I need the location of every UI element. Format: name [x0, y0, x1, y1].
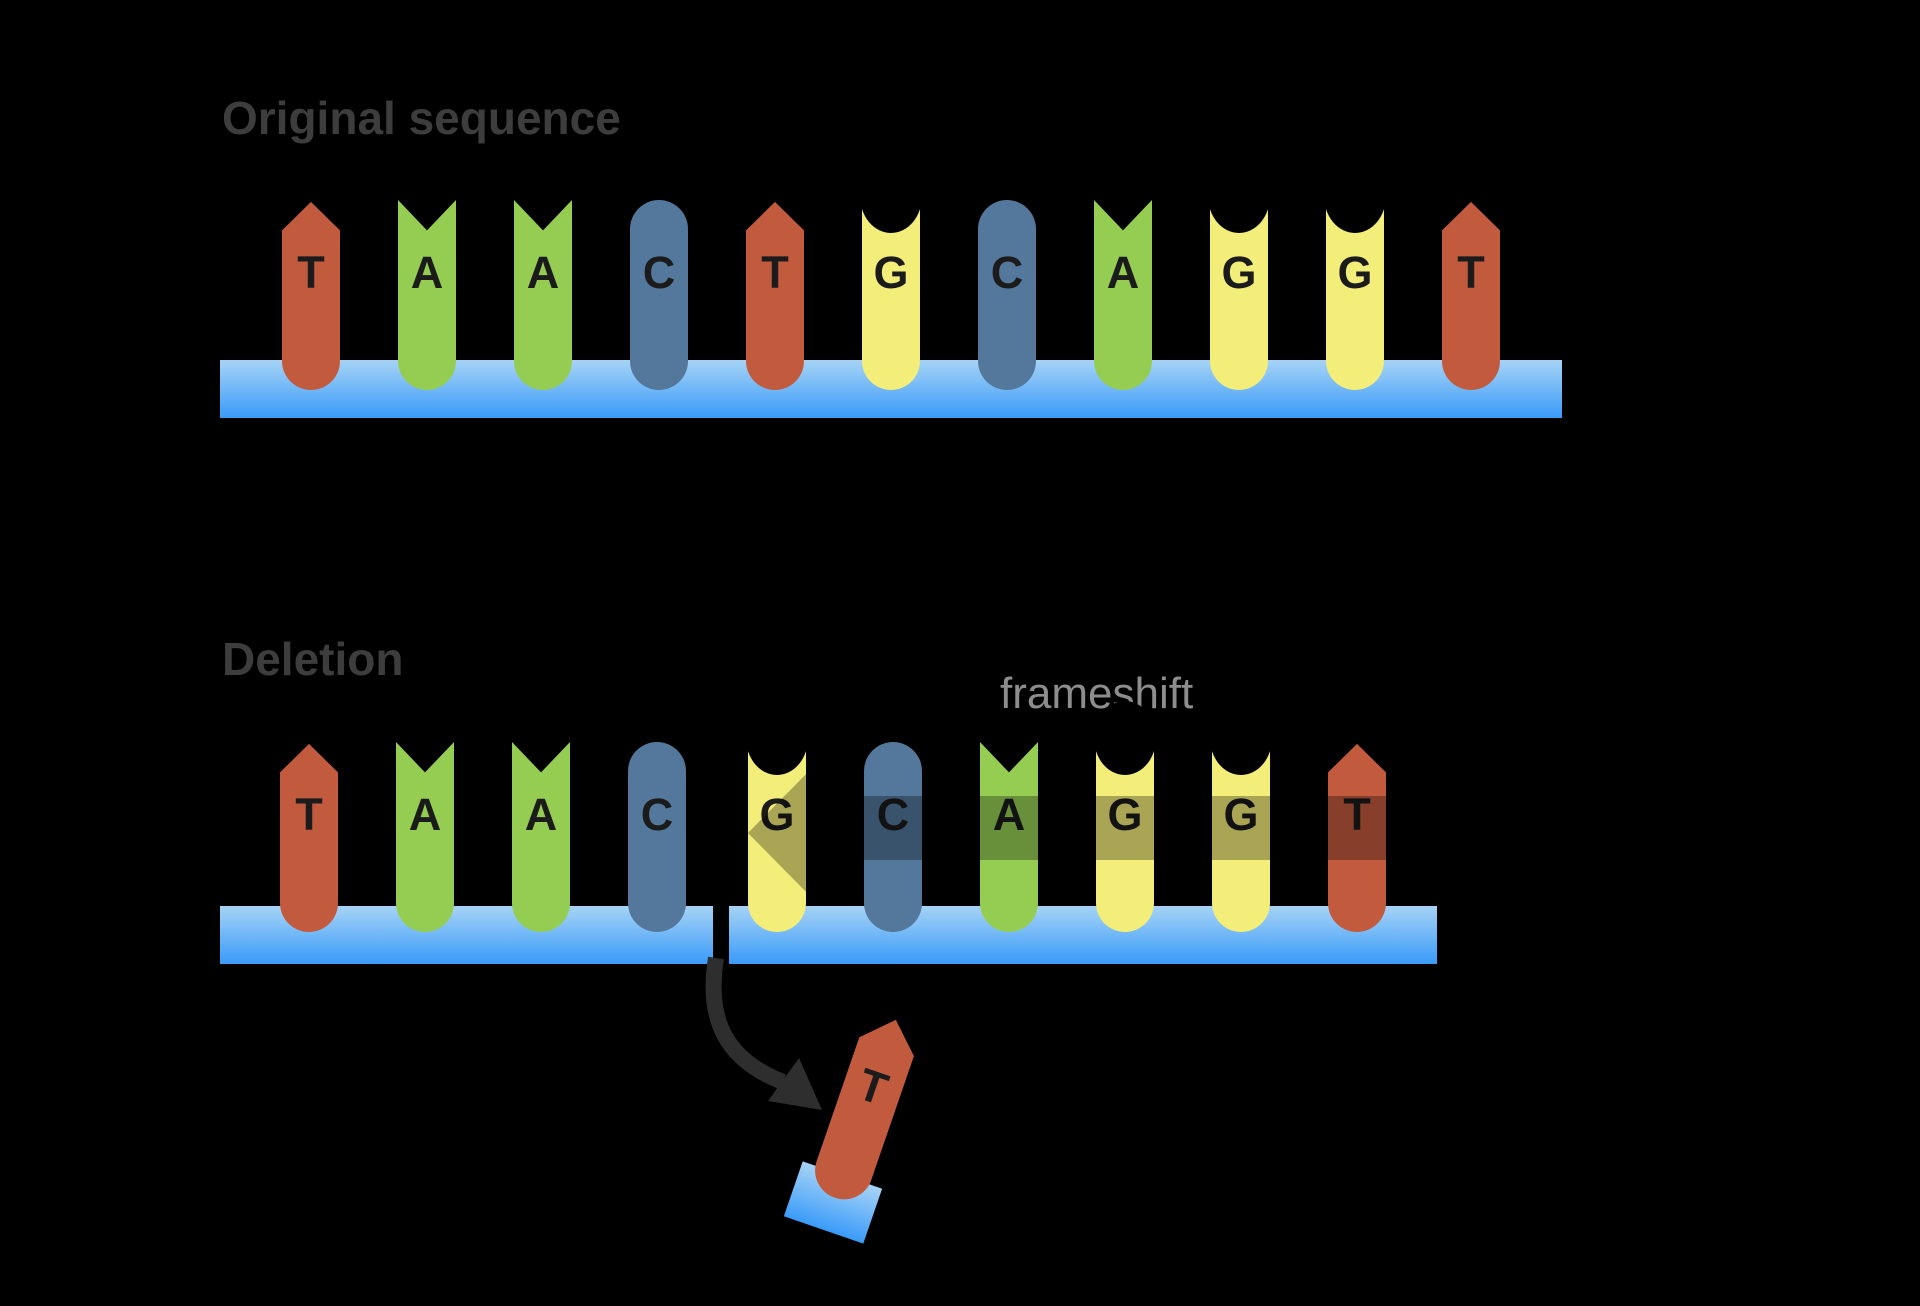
frameshift-label: frameshift: [1000, 669, 1194, 718]
nucleotide-base: G: [1324, 159, 1386, 390]
frameshift-band: [812, 796, 1386, 860]
nucleotide-base: T: [746, 201, 804, 390]
base-letter: A: [1106, 247, 1140, 298]
deletion-arrow-icon: [705, 956, 822, 1110]
base-letter: G: [873, 247, 909, 298]
base-letter: T: [1343, 789, 1371, 840]
nucleotide-base: C: [978, 200, 1036, 390]
nucleotide-base: A: [1094, 200, 1152, 390]
nucleotide-base: A: [980, 742, 1038, 932]
base-letter: A: [992, 789, 1026, 840]
base-letter: A: [526, 247, 560, 298]
base-letter: G: [1221, 247, 1257, 298]
deletion-backbone-right-segment: [729, 906, 1437, 964]
deletion-title: Deletion: [222, 633, 404, 686]
nucleotide-base: G: [1210, 701, 1272, 932]
nucleotide-base: A: [514, 200, 572, 390]
nucleotide-base: A: [398, 200, 456, 390]
nucleotide-base: A: [396, 742, 454, 932]
base-letter: G: [1337, 247, 1373, 298]
base-letter: T: [761, 247, 789, 298]
base-letter: C: [642, 247, 676, 298]
base-letter: T: [1457, 247, 1485, 298]
base-letter: C: [990, 247, 1024, 298]
nucleotide-base: C: [864, 742, 922, 932]
nucleotide-base: G: [746, 701, 808, 932]
nucleotide-base: T: [1442, 201, 1500, 390]
base-letter: G: [1223, 789, 1259, 840]
nucleotide-base: T: [1328, 743, 1386, 932]
base-letter: A: [524, 789, 558, 840]
nucleotide-base: T: [280, 743, 338, 932]
base-letter: C: [876, 789, 910, 840]
base-letter: G: [759, 789, 795, 840]
base-letter: T: [295, 789, 323, 840]
base-letter: C: [640, 789, 674, 840]
original-sequence-title: Original sequence: [222, 92, 621, 145]
nucleotide-base: C: [630, 200, 688, 390]
base-letter: A: [410, 247, 444, 298]
base-letter: G: [1107, 789, 1143, 840]
nucleotide-base: C: [628, 742, 686, 932]
nucleotide-base: G: [1094, 701, 1156, 932]
nucleotide-base: A: [512, 742, 570, 932]
nucleotide-base: G: [1208, 159, 1270, 390]
nucleotide-base: G: [860, 159, 922, 390]
base-letter: T: [297, 247, 325, 298]
base-letter: A: [408, 789, 442, 840]
nucleotide-base: T: [282, 201, 340, 390]
